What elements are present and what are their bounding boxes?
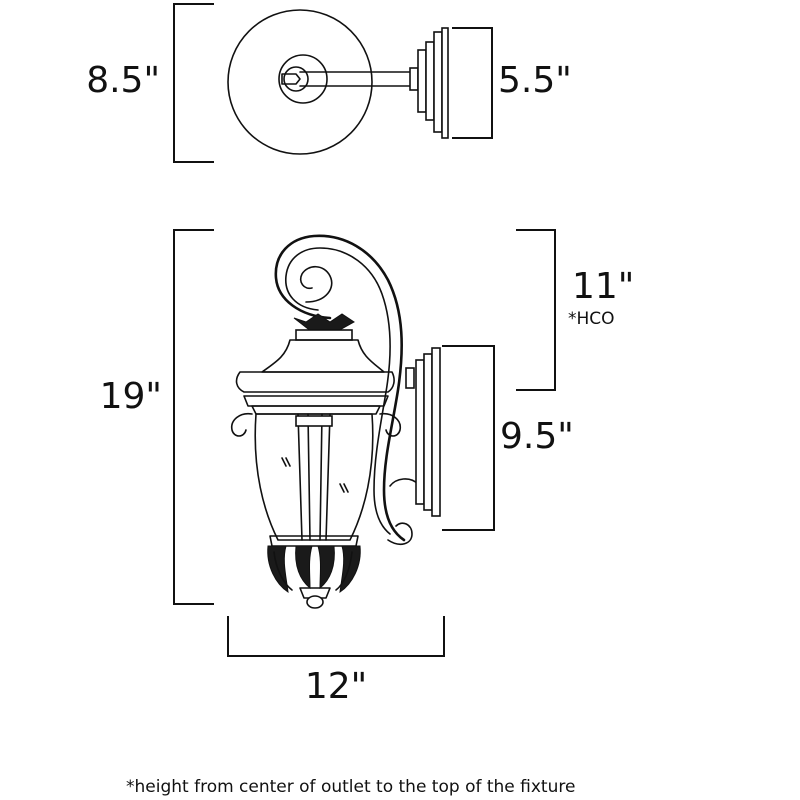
- rim-band: [243, 395, 389, 407]
- dome-cap: [261, 339, 385, 373]
- label-backplate: 9.5": [500, 416, 574, 457]
- footnote: *height from center of outlet to the top…: [126, 777, 575, 797]
- left-ear: [230, 412, 253, 437]
- label-top-height: 8.5": [86, 60, 160, 101]
- side-view: [230, 234, 441, 609]
- finial-outer-ring: [278, 54, 328, 104]
- right-ear: [379, 412, 402, 437]
- leaf-right: [339, 545, 361, 594]
- top-view: [227, 9, 449, 155]
- bracket-top-height: [173, 3, 214, 163]
- top-plate-2: [425, 41, 435, 121]
- label-hco-note: *HCO: [568, 309, 615, 329]
- label-width: 12": [305, 666, 367, 707]
- scroll-arm-inner: [285, 247, 391, 535]
- scroll-foot-curl: [387, 522, 413, 546]
- top-arm: [299, 71, 413, 87]
- bracket-backplate: [442, 345, 495, 531]
- bracket-canopy: [452, 27, 493, 139]
- scroll-curl: [299, 265, 333, 303]
- label-overall-height: 19": [100, 376, 162, 417]
- side-plate-2: [423, 353, 433, 511]
- rim-band-lower: [251, 405, 381, 415]
- frame-collar: [295, 415, 333, 427]
- top-plate-3: [433, 31, 443, 133]
- label-hco: 11": [572, 266, 634, 307]
- side-plate-1: [415, 359, 425, 505]
- scroll-arm-outer: [274, 234, 406, 542]
- finial-detail: [281, 73, 301, 85]
- leaf-center-right: [317, 545, 335, 590]
- frame-posts: [297, 413, 331, 541]
- leaf-outlines: [273, 551, 353, 591]
- side-plate-3: [431, 347, 441, 517]
- leaf-center-left: [295, 545, 313, 590]
- scroll-brace: [389, 478, 419, 487]
- crown-collar: [295, 329, 353, 341]
- arm-mount-collar: [405, 367, 415, 389]
- bottom-finial-ball: [306, 595, 324, 609]
- glass-mark-left: [281, 457, 291, 467]
- top-plate-4: [441, 27, 449, 139]
- finial-inner-ring: [283, 66, 309, 92]
- label-canopy: 5.5": [498, 60, 572, 101]
- bracket-width: [227, 616, 445, 657]
- shade-top-circle: [227, 9, 373, 155]
- bracket-overall-height: [173, 229, 214, 605]
- top-arm-collar: [409, 67, 419, 91]
- dome-rim: [235, 371, 395, 393]
- glass-mark-right: [339, 483, 349, 493]
- bottom-band: [269, 535, 359, 547]
- bottom-finial-band: [299, 587, 331, 599]
- bracket-hco: [516, 229, 556, 391]
- top-plate-1: [417, 49, 427, 113]
- glass-body: [254, 413, 374, 541]
